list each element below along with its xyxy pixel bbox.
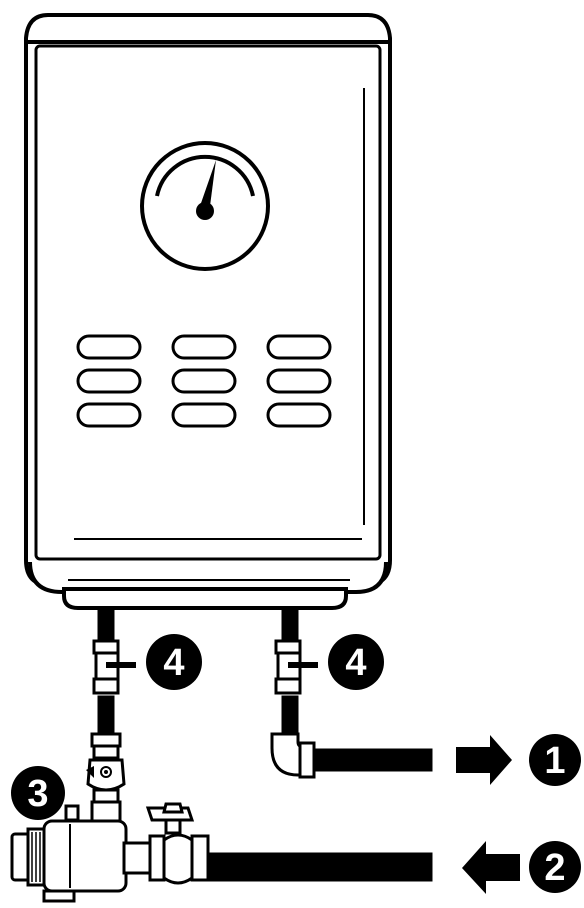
temperature-gauge [140, 141, 270, 271]
right-isolation-valve [274, 639, 318, 695]
gauge-needle [200, 160, 216, 206]
badge-label: 1 [544, 740, 565, 782]
feed-ball-valve [86, 732, 126, 826]
feed-valve-lower [92, 788, 120, 804]
left-valve-lever [106, 662, 136, 668]
inlet-valve-handle-tip [162, 802, 184, 814]
badge-label: 4 [163, 642, 184, 684]
vent-slot [76, 368, 142, 394]
filter-vent-screw [64, 804, 80, 822]
gauge-scale-arc [155, 154, 255, 197]
vent-grille [76, 334, 332, 428]
inlet-valve-body [162, 833, 194, 885]
heater-bottom-plate [62, 587, 348, 610]
vent-slot [76, 334, 142, 360]
hot-outlet-pipe [313, 748, 433, 772]
cold-inlet-pipe [205, 852, 433, 882]
left-valve-nut-top [92, 639, 120, 655]
right-valve-lever [288, 662, 318, 668]
vent-slot [266, 402, 332, 428]
badge-circle [328, 634, 384, 690]
badge-label: 2 [544, 847, 565, 889]
badge-circle [11, 766, 65, 820]
badge-label: 4 [345, 642, 366, 684]
inlet-valve-nut-right [190, 834, 210, 882]
badge-circle [529, 841, 581, 893]
callout-filter-valve: 3 [11, 766, 65, 820]
badge-label: 3 [27, 773, 48, 815]
left-isolation-valve [92, 639, 136, 695]
callout-cold-inlet: 2 [529, 841, 581, 893]
water-heater [24, 13, 392, 610]
feed-valve-top-nut [90, 732, 122, 748]
vent-slot [171, 402, 237, 428]
right-valve-nut-top [274, 639, 302, 655]
vent-slot [266, 334, 332, 360]
vent-slot [171, 368, 237, 394]
cold-inlet-arrow [462, 841, 520, 894]
vent-slot [76, 402, 142, 428]
elbow-sleeve [298, 741, 316, 779]
feed-valve-stem-dot [104, 770, 108, 774]
hot-outlet-arrow [456, 735, 512, 785]
inlet-ball-valve [145, 802, 210, 885]
callout-right-isolation: 4 [328, 634, 384, 690]
vent-slot [266, 368, 332, 394]
badge-circle [146, 634, 202, 690]
gauge-pivot [196, 202, 214, 220]
feed-valve-handle [86, 766, 94, 778]
heater-front-panel [34, 44, 382, 561]
inlet-valve-nut-left [148, 834, 166, 882]
feed-valve-upper [92, 744, 120, 760]
badge-circle [529, 734, 581, 786]
left-valve-nut-bottom [92, 677, 120, 695]
right-valve-nut-bottom [274, 677, 302, 695]
filter-foot [42, 889, 76, 903]
piping [97, 609, 433, 882]
vent-slot [171, 334, 237, 360]
filter-outlet [122, 841, 152, 875]
magnetic-filter [10, 804, 152, 903]
callout-left-isolation: 4 [146, 634, 202, 690]
filter-body [42, 819, 128, 893]
callout-hot-outlet: 1 [529, 734, 581, 786]
